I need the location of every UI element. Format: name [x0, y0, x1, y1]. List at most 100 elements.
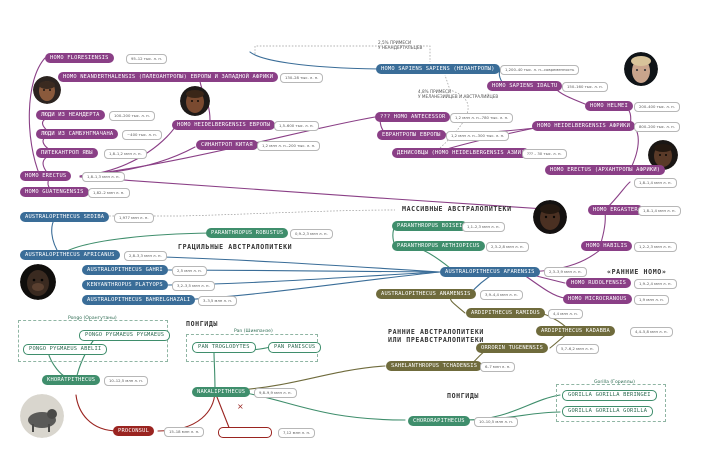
node-sahelanthropus[interactable]: SAHELANTHROPUS TCHADENSIS [386, 361, 483, 371]
dotted-neander-admix [254, 45, 431, 62]
node-nakalipithecus[interactable]: NAKALIPITHECUS [192, 387, 251, 397]
node-pongo-pygmaeus[interactable]: PONGO PYGMAEUS PYGMAEUS [79, 330, 171, 341]
date-ardipithecus-kadabba: 4,4–5,8 млн л. н. [630, 327, 673, 337]
date-australopithecus-afarensis: 2,3–3,9 млн л. н. [544, 267, 587, 277]
australopithecus-portrait [20, 264, 56, 300]
edge-sapiens-left [249, 51, 381, 70]
node-pongo-abelii[interactable]: PONGO PYGMAEUS ABELII [23, 344, 108, 355]
node-chororapithecus[interactable]: CHORORAPITHECUS [408, 416, 470, 426]
node-homo-rudolfensis[interactable]: HOMO RUDOLFENSIS [566, 278, 632, 288]
node-homo-heidelbergensis-europe[interactable]: HOMO HEIDELBERGENSIS ЕВРОПЫ [172, 120, 276, 130]
heading-preaustralopiths: ИЛИ ПРЕАВСТРАЛОПИТЕКИ [388, 336, 484, 344]
edge-afarensis-garhi [167, 269, 441, 273]
date-homo-floresiensis: 95–12 тыс. л. н. [126, 54, 168, 64]
date-proconsul: 15–18 млн л. н. [164, 427, 205, 437]
date-homo-rudolfensis: 1,9–2,4 млн л. н. [634, 279, 677, 289]
node-homo-sapiens-idaltu[interactable]: HOMO SAPIENS IDALTU [487, 81, 563, 91]
node-homo-habilis[interactable]: HOMO HABILIS [581, 241, 633, 251]
node-pan-paniscus[interactable]: PAN PANISCUS [268, 342, 322, 353]
edge-erectus-floresiensis [28, 57, 46, 177]
node-homo-erectus[interactable]: HOMO ERECTUS [20, 171, 72, 181]
date-homo-neanderthalensis: 130–28 тыс. л. н. [280, 73, 324, 83]
date-sinanthrope: 1,2 млн л. н.–200 тыс. л. н. [257, 141, 321, 151]
node-people-sambung[interactable]: ЛЮДИ ИЗ САМБУНГМАЧАНА [36, 129, 119, 139]
node-denisovans[interactable]: ДЕНИСОВЦЫ (HOMO HEIDELBERGENSIS АЗИИ) [392, 148, 530, 158]
node-paranthropus-aethiopicus[interactable]: PARANTHROPUS AETHIOPICUS [392, 241, 485, 251]
node-paranthropus-boisei[interactable]: PARANTHROPUS BOISEI [392, 221, 468, 231]
node-pan-troglodytes[interactable]: PAN TROGLODYTES [192, 342, 256, 353]
node-sinanthrope[interactable]: СИНАНТРОП КИТАЯ [196, 140, 258, 150]
node-australopithecus-africanus[interactable]: AUSTRALOPITHECUS AFRICANUS [20, 250, 120, 260]
date-homo-habilis: 1,2–2,3 млн л. н. [634, 242, 677, 252]
neanderthal-portrait [33, 76, 61, 104]
date-nakalipithecus: 9,8–9,9 млн л. н. [254, 388, 297, 398]
node-homo-guatengensis[interactable]: HOMO GUATENGENSIS [20, 187, 89, 197]
node-gorilla-beringei[interactable]: GORILLA GORILLA BERINGEI [562, 390, 657, 401]
date-australopithecus-bahrelghazali: 3–3,5 млн л. н. [198, 296, 238, 306]
edge-unknown [214, 391, 231, 431]
date-homo-sapiens-sapiens: 1,200–40 тыс. л. н.–современность [500, 65, 580, 75]
node-proconsul[interactable]: PROCONSUL [113, 426, 155, 436]
gorilla-group-box [556, 384, 666, 422]
edge-erectus-africa-heidel [629, 127, 639, 171]
node-ardipithecus-ramidus[interactable]: ARDIPITHECUS RAMIDUS [466, 308, 545, 318]
node-homo-heidelbergensis-africa[interactable]: HOMO HEIDELBERGENSIS АФРИКИ [532, 121, 636, 131]
date-paranthropus-aethiopicus: 2,3–2,8 млн л. н. [486, 242, 529, 252]
node-australopithecus-afarensis[interactable]: AUSTRALOPITHECUS AFARENSIS [440, 267, 540, 277]
node-australopithecus-garhi[interactable]: AUSTRALOPITHECUS GAHRI [82, 265, 168, 275]
erectus-portrait [648, 140, 678, 170]
date-homo-helmei: 200–400 тыс. л. н. [634, 102, 680, 112]
node-unknown-ancestor[interactable] [218, 427, 272, 438]
node-kenyanthropus[interactable]: KENYANTHROPUS PLATYOPS [82, 280, 168, 290]
node-homo-erectus-africa[interactable]: HOMO ERECTUS (АРХАНТРОПЫ АФРИКИ) [545, 165, 666, 175]
node-homo-antecessor[interactable]: ??? HOMO ANTECESSOR [375, 112, 451, 122]
node-people-neander[interactable]: ЛЮДИ ИЗ НЕАНДЕРТА [36, 110, 105, 120]
heading-massive-australopiths: МАССИВНЫЕ АВСТРАЛОПИТЕКИ [402, 205, 512, 213]
date-denisovans: ??? – 30 тыс. л. н. [522, 149, 567, 159]
node-eurantropes[interactable]: ЕВРАНТРОПЫ ЕВРОПЫ [377, 130, 446, 140]
node-homo-microcranous[interactable]: HOMO MICROCRANOUS [563, 294, 632, 304]
date-sahelanthropus: 6–7 млн л. н. [480, 362, 516, 372]
melanesian-admix-note: 4,8% ПРИМЕСИ У МЕЛАНЕЗИЙЦЕВ И АВСТРАЛИЙЦ… [418, 89, 499, 99]
date-homo-microcranous: 1,9 млн л. н. [634, 295, 669, 305]
date-homo-antecessor: 1,2 млн л. н.–780 тыс. л. н. [450, 113, 514, 123]
sapiens-portrait [624, 52, 658, 86]
date-homo-guatengensis: 1,82–2 млн л. н. [88, 188, 130, 198]
edge-proconsul-root [75, 394, 119, 432]
dotted-sediba-link [90, 209, 396, 217]
date-australopithecus-anamensis: 3,9–4,4 млн л. н. [480, 290, 523, 300]
node-pithecanthrope[interactable]: ПИТЕКАНТРОП ЯВЫ [36, 148, 98, 158]
node-australopithecus-anamensis[interactable]: AUSTRALOPITHECUS ANAMENSIS [376, 289, 476, 299]
node-orrorin-tugenensis[interactable]: ORRORIN TUGENENSIS [476, 343, 549, 353]
node-paranthropus-robustus[interactable]: PARANTHROPUS ROBUSTUS [206, 228, 289, 238]
extinct-x-icon: × [237, 402, 244, 411]
date-kenyanthropus: 3,2–3,5 млн л. н. [172, 281, 215, 291]
date-chororapithecus: 10–10,5 млн л. н. [474, 417, 518, 427]
node-khoratpithecus[interactable]: KHORATPITHECUS [42, 375, 101, 385]
node-ardipithecus-kadabba[interactable]: ARDIPITHECUS KADABBA [536, 326, 615, 336]
node-gorilla-gorilla[interactable]: GORILLA GORILLA GORILLA [562, 406, 654, 417]
date-people-sambung: ~400 тыс. л. н. [122, 130, 162, 140]
habilis-portrait [533, 200, 567, 234]
date-people-neander: 100–200 тыс. л. н. [109, 111, 155, 121]
edge-nakali-sahel [239, 365, 386, 391]
date-australopithecus-garhi: 2,5 млн л. н. [172, 266, 207, 276]
date-homo-erectus: 1,8–1,3 млн л. н. [82, 172, 125, 182]
node-homo-helmei[interactable]: HOMO HELMEI [585, 101, 633, 111]
date-homo-heidelbergensis-europe: 1,5–600 тыс. л. н. [274, 121, 319, 131]
date-paranthropus-robustus: 0,9–2,3 млн л. н. [290, 229, 333, 239]
node-homo-ergaster[interactable]: HOMO ERGASTER [588, 205, 643, 215]
node-homo-neanderthalensis[interactable]: HOMO NEANDERTHALENSIS (ПАЛЕОАНТРОПЫ) ЕВР… [58, 72, 279, 82]
proconsul-portrait [20, 394, 64, 438]
date-australopithecus-africanus: 2,8–3,3 млн л. н. [124, 251, 167, 261]
node-homo-floresiensis[interactable]: HOMO FLORESIENSIS [45, 53, 114, 63]
node-australopithecus-sediba[interactable]: AUSTRALOPITHECUS SEDIBA [20, 212, 110, 222]
pan-subheading: Pan (Шимпанзе) [234, 329, 273, 334]
date-unknown-ancestor: 7,12 млн л. н. [278, 428, 316, 438]
node-homo-sapiens-sapiens[interactable]: HOMO SAPIENS SAPIENS (НЕОАНТРОПЫ) [376, 64, 500, 74]
node-australopithecus-bahrelghazali[interactable]: AUSTRALOPITHECUS BAHRELGHAZALI [82, 295, 196, 305]
date-orrorin-tugenensis: 5,7–6,2 млн л. н. [556, 344, 599, 354]
edge-ergaster-erectus [79, 176, 561, 211]
heading-pongids-left: ПОНГИДЫ [186, 320, 218, 328]
